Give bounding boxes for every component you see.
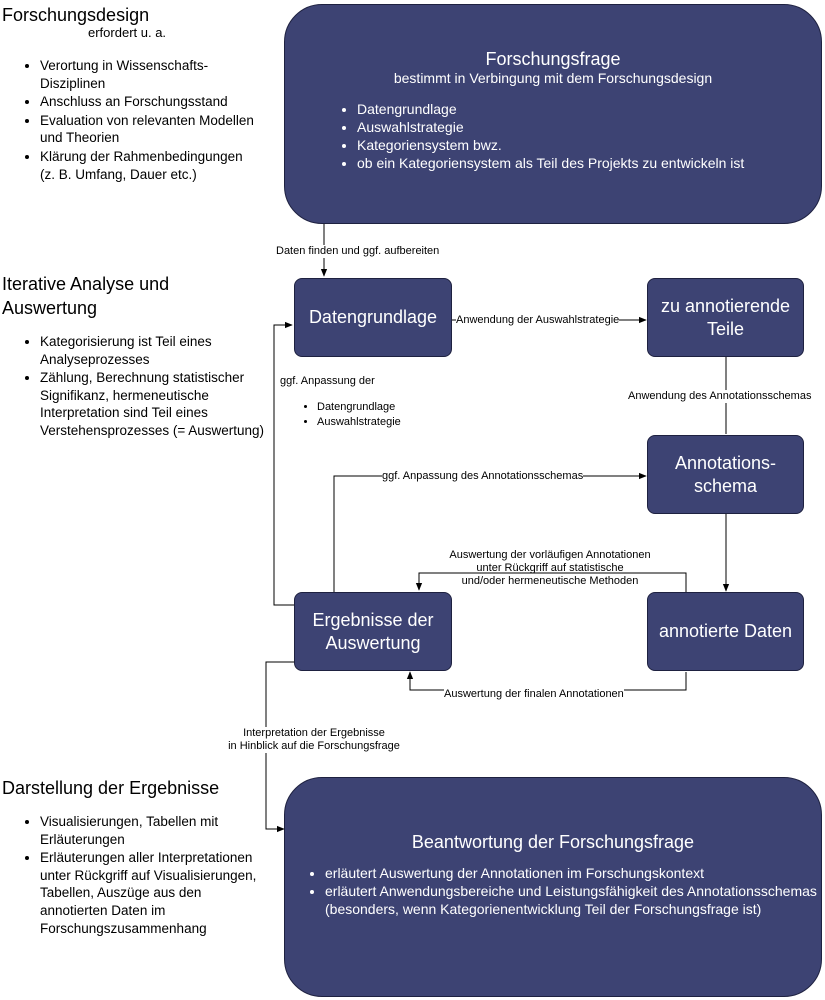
parts-to-annotate-label: zu annotierende Teile (660, 295, 791, 339)
analysis-list: Kategorisierung ist Teil eines Analysepr… (20, 333, 280, 441)
annotated-data-label: annotierte Daten (658, 621, 793, 641)
research-question-title: Forschungsfrage (485, 49, 621, 69)
list-item: Auswahlstrategie (357, 118, 825, 136)
list-item: Verortung in Wissenschafts-Disziplinen (40, 57, 260, 92)
answer-box: Beantwortung der Forschungsfrage erläute… (284, 777, 822, 997)
list-item: Datengrundlage (317, 400, 401, 415)
edge-label-eval-preliminary: Auswertung der vorläufigen Annotationen … (449, 549, 651, 587)
list-item: erläutert Auswertung der Annotationen im… (325, 864, 825, 882)
edge-label-adjust-heading: ggf. Anpassung der (280, 375, 375, 387)
edge-label-apply-selection: Anwendung der Auswahlstrategie (456, 314, 620, 327)
edge-results-to-data (273, 321, 294, 606)
parts-to-annotate-box: zu annotierende Teile (647, 278, 804, 357)
research-question-list: Datengrundlage Auswahlstrategie Kategori… (341, 100, 825, 172)
research-question-box: Forschungsfrage bestimmt in Verbingung m… (284, 4, 822, 224)
edge-label-interpretation: Interpretation der Ergebnisse in Hinblic… (216, 727, 412, 753)
list-item: Kategorisierung ist Teil eines Analysepr… (40, 333, 280, 368)
design-subtitle: erfordert u. a. (88, 25, 167, 40)
answer-title: Beantwortung der Forschungsfrage (411, 832, 695, 852)
data-basis-label: Datengrundlage (308, 307, 438, 327)
design-list: Verortung in Wissenschafts-Disziplinen A… (20, 57, 260, 184)
list-item: erläutert Anwendungsbereiche und Leistun… (325, 882, 825, 918)
results-box: Ergebnisse der Auswertung (294, 592, 452, 671)
answer-list: erläutert Auswertung der Annotationen im… (309, 864, 825, 918)
list-item: ob ein Kategoriensystem als Teil des Pro… (357, 154, 825, 172)
presentation-list: Visualisierungen, Tabellen mit Erläuteru… (20, 813, 265, 938)
edge-label-find-data: Daten finden und ggf. aufbereiten (276, 245, 440, 258)
list-item: Erläuterungen aller Interpretationen unt… (40, 849, 265, 937)
annotation-schema-label: Annotations- schema (674, 452, 777, 496)
research-question-subtitle: bestimmt in Verbingung mit dem Forschung… (393, 70, 713, 86)
list-item: Klärung der Rahmenbedingungen (z. B. Umf… (40, 148, 260, 183)
list-item: Anschluss an Forschungsstand (40, 93, 260, 111)
presentation-heading: Darstellung der Ergebnisse (2, 778, 220, 798)
list-item: Evaluation von relevanten Modellen und T… (40, 112, 260, 147)
design-heading: Forschungsdesign (2, 5, 150, 25)
edge-label-eval-final: Auswertung der finalen Annotationen (444, 688, 624, 701)
list-item: Zählung, Berechnung statistischer Signif… (40, 369, 280, 439)
list-item: Auswahlstrategie (317, 415, 401, 430)
annotation-schema-box: Annotations- schema (647, 435, 804, 514)
edge-label-adjust-list: Datengrundlage Auswahlstrategie (295, 400, 401, 430)
data-basis-box: Datengrundlage (294, 278, 452, 357)
results-label: Ergebnisse der Auswertung (312, 609, 434, 653)
edge-label-adjust-schema: ggf. Anpassung des Annotationsschemas (382, 470, 584, 483)
list-item: Visualisierungen, Tabellen mit Erläuteru… (40, 813, 265, 848)
edge-label-apply-schema: Anwendung des Annotationsschemas (628, 390, 812, 403)
list-item: Kategoriensystem bwz. (357, 136, 825, 154)
analysis-heading: Iterative Analyse und Auswertung (2, 274, 170, 318)
annotated-data-box: annotierte Daten (647, 592, 804, 671)
list-item: Datengrundlage (357, 100, 825, 118)
edge-annotated-to-results-preliminary (415, 572, 687, 592)
